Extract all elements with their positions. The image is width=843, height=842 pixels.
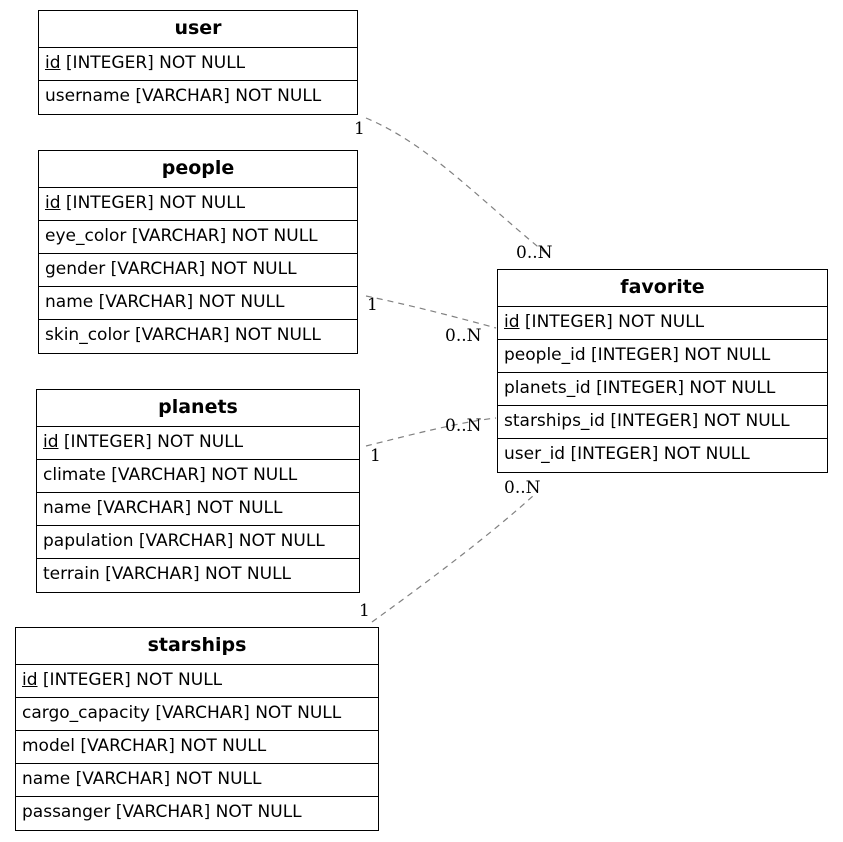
field-text: terrain [VARCHAR] NOT NULL bbox=[43, 564, 292, 584]
field-row: username [VARCHAR] NOT NULL bbox=[39, 81, 357, 114]
card-planets-1: 1 bbox=[370, 446, 381, 466]
field-text: climate [VARCHAR] NOT NULL bbox=[43, 465, 298, 485]
field-text: papulation [VARCHAR] NOT NULL bbox=[43, 531, 325, 551]
entity-title: starships bbox=[16, 628, 378, 665]
field-text: name [VARCHAR] NOT NULL bbox=[45, 292, 285, 312]
card-people-1: 1 bbox=[367, 295, 378, 315]
field-row: id [INTEGER] NOT NULL bbox=[37, 427, 359, 460]
field-text: starships_id [INTEGER] NOT NULL bbox=[504, 411, 790, 431]
entity-favorite: favorite id [INTEGER] NOT NULL people_id… bbox=[497, 269, 828, 473]
field-row: papulation [VARCHAR] NOT NULL bbox=[37, 526, 359, 559]
entity-title: user bbox=[39, 11, 357, 48]
field-text: model [VARCHAR] NOT NULL bbox=[22, 736, 267, 756]
entity-title: people bbox=[39, 151, 357, 188]
field-row: gender [VARCHAR] NOT NULL bbox=[39, 254, 357, 287]
field-text: gender [VARCHAR] NOT NULL bbox=[45, 259, 297, 279]
field-row: name [VARCHAR] NOT NULL bbox=[39, 287, 357, 320]
field-text: [INTEGER] NOT NULL bbox=[60, 53, 246, 73]
field-row: id [INTEGER] NOT NULL bbox=[39, 48, 357, 81]
primary-key: id bbox=[43, 432, 59, 452]
entity-title: favorite bbox=[498, 270, 827, 307]
field-text: [INTEGER] NOT NULL bbox=[519, 312, 705, 332]
field-text: user_id [INTEGER] NOT NULL bbox=[504, 444, 750, 464]
field-text: people_id [INTEGER] NOT NULL bbox=[504, 345, 771, 365]
card-starships-1: 1 bbox=[359, 601, 370, 621]
field-text: [INTEGER] NOT NULL bbox=[60, 193, 246, 213]
field-row: people_id [INTEGER] NOT NULL bbox=[498, 340, 827, 373]
card-planets-favorite-0n: 0..N bbox=[445, 416, 482, 436]
field-text: [INTEGER] NOT NULL bbox=[58, 432, 244, 452]
field-text: name [VARCHAR] NOT NULL bbox=[22, 769, 262, 789]
field-text: passanger [VARCHAR] NOT NULL bbox=[22, 802, 302, 822]
primary-key: id bbox=[45, 53, 61, 73]
card-starships-favorite-0n: 0..N bbox=[504, 478, 541, 498]
field-text: [INTEGER] NOT NULL bbox=[37, 670, 223, 690]
entity-user: user id [INTEGER] NOT NULL username [VAR… bbox=[38, 10, 358, 115]
field-row: passanger [VARCHAR] NOT NULL bbox=[16, 797, 378, 830]
field-row: terrain [VARCHAR] NOT NULL bbox=[37, 559, 359, 592]
field-row: starships_id [INTEGER] NOT NULL bbox=[498, 406, 827, 439]
field-row: id [INTEGER] NOT NULL bbox=[498, 307, 827, 340]
field-row: id [INTEGER] NOT NULL bbox=[16, 665, 378, 698]
field-text: eye_color [VARCHAR] NOT NULL bbox=[45, 226, 318, 246]
primary-key: id bbox=[22, 670, 38, 690]
field-text: cargo_capacity [VARCHAR] NOT NULL bbox=[22, 703, 342, 723]
entity-title: planets bbox=[37, 390, 359, 427]
field-row: id [INTEGER] NOT NULL bbox=[39, 188, 357, 221]
field-row: skin_color [VARCHAR] NOT NULL bbox=[39, 320, 357, 353]
field-row: climate [VARCHAR] NOT NULL bbox=[37, 460, 359, 493]
field-text: skin_color [VARCHAR] NOT NULL bbox=[45, 325, 321, 345]
field-row: user_id [INTEGER] NOT NULL bbox=[498, 439, 827, 472]
field-text: name [VARCHAR] NOT NULL bbox=[43, 498, 283, 518]
entity-starships: starships id [INTEGER] NOT NULL cargo_ca… bbox=[15, 627, 379, 831]
card-user-1: 1 bbox=[354, 119, 365, 139]
field-row: name [VARCHAR] NOT NULL bbox=[37, 493, 359, 526]
edge-planets-favorite bbox=[365, 417, 497, 447]
field-text: planets_id [INTEGER] NOT NULL bbox=[504, 378, 776, 398]
card-user-favorite-0n: 0..N bbox=[516, 243, 553, 263]
primary-key: id bbox=[504, 312, 520, 332]
entity-people: people id [INTEGER] NOT NULL eye_color [… bbox=[38, 150, 358, 354]
field-row: model [VARCHAR] NOT NULL bbox=[16, 731, 378, 764]
edge-people-favorite bbox=[365, 295, 497, 329]
field-row: cargo_capacity [VARCHAR] NOT NULL bbox=[16, 698, 378, 731]
field-row: name [VARCHAR] NOT NULL bbox=[16, 764, 378, 797]
edge-user-favorite bbox=[365, 117, 549, 256]
edge-starships-favorite bbox=[371, 494, 535, 623]
card-people-favorite-0n: 0..N bbox=[445, 326, 482, 346]
field-row: eye_color [VARCHAR] NOT NULL bbox=[39, 221, 357, 254]
entity-planets: planets id [INTEGER] NOT NULL climate [V… bbox=[36, 389, 360, 593]
field-row: planets_id [INTEGER] NOT NULL bbox=[498, 373, 827, 406]
field-text: username [VARCHAR] NOT NULL bbox=[45, 86, 322, 106]
primary-key: id bbox=[45, 193, 61, 213]
